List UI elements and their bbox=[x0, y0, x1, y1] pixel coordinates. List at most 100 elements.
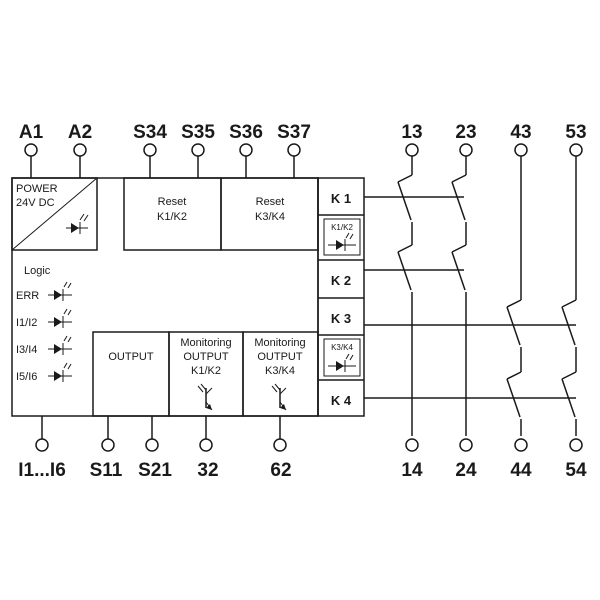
bottom-terminal-s21 bbox=[145, 416, 159, 452]
terminal-circle-icon bbox=[35, 438, 49, 452]
terminal-circle-icon bbox=[199, 438, 213, 452]
contact-43-44 bbox=[506, 156, 522, 436]
relay-k1k2-led: K1/K2 bbox=[323, 218, 361, 256]
led-err-icon bbox=[48, 281, 72, 301]
power-label: POWER bbox=[16, 183, 58, 195]
terminal-label-13: 13 bbox=[401, 122, 422, 143]
terminal-circle-icon bbox=[287, 143, 301, 157]
terminal-label-24: 24 bbox=[455, 460, 477, 481]
relay-k2-label: K 2 bbox=[331, 273, 351, 288]
terminal-circle-icon bbox=[239, 143, 253, 157]
top-terminal-a1 bbox=[24, 143, 38, 178]
relay-k3k4-led: K3/K4 bbox=[323, 338, 361, 377]
relay-k1k2-led-label: K1/K2 bbox=[331, 223, 353, 232]
bottom-terminal-s11 bbox=[101, 416, 115, 452]
bottom-terminal-i1i6 bbox=[35, 416, 49, 452]
led-i5i6-label: I5/I6 bbox=[16, 371, 37, 383]
terminal-label-s35: S35 bbox=[181, 122, 215, 143]
transistor-icon bbox=[271, 383, 287, 411]
terminal-circle-icon bbox=[73, 143, 87, 157]
terminal-circle-icon bbox=[459, 438, 473, 452]
led-i3i4-label: I3/I4 bbox=[16, 344, 37, 356]
led-i5i6-icon bbox=[48, 362, 72, 382]
contact-13-14 bbox=[397, 156, 413, 436]
logic-label: Logic bbox=[24, 265, 51, 277]
terminal-circle-icon bbox=[143, 143, 157, 157]
relay-k1-label: K 1 bbox=[331, 191, 351, 206]
relay-column-box bbox=[317, 177, 365, 417]
reset-k1k2-title: Reset bbox=[158, 196, 187, 208]
terminal-label-23: 23 bbox=[455, 122, 476, 143]
terminal-circle-icon bbox=[569, 438, 583, 452]
top-terminal-23 bbox=[459, 143, 473, 157]
terminal-label-43: 43 bbox=[510, 122, 531, 143]
relay-k3k4-led-label: K3/K4 bbox=[331, 343, 353, 352]
led-i3i4: I3/I4 bbox=[16, 335, 72, 356]
top-terminal-43 bbox=[514, 143, 528, 157]
contact-23-24 bbox=[451, 156, 467, 436]
transistor-icon bbox=[197, 383, 213, 411]
terminal-label-s37: S37 bbox=[277, 122, 311, 143]
top-terminal-13 bbox=[405, 143, 419, 157]
reset-k1k2-subtitle: K1/K2 bbox=[157, 211, 187, 223]
mon-k3k4-relay: K3/K4 bbox=[265, 365, 295, 377]
terminal-label-44: 44 bbox=[510, 460, 532, 481]
terminal-circle-icon bbox=[273, 438, 287, 452]
terminal-circle-icon bbox=[101, 438, 115, 452]
terminal-label-14: 14 bbox=[401, 460, 423, 481]
bottom-terminal-44 bbox=[514, 438, 528, 452]
led-icon bbox=[328, 232, 356, 251]
top-terminal-s36 bbox=[239, 143, 253, 178]
bottom-terminal-14 bbox=[405, 438, 419, 452]
led-i5i6: I5/I6 bbox=[16, 362, 72, 383]
power-block: POWER 24V DC bbox=[11, 177, 98, 251]
terminal-circle-icon bbox=[145, 438, 159, 452]
led-i1i2-icon bbox=[48, 308, 72, 328]
bottom-terminal-32 bbox=[199, 416, 213, 452]
terminal-circle-icon bbox=[24, 143, 38, 157]
reset-k3k4-title: Reset bbox=[256, 196, 285, 208]
top-terminal-a2 bbox=[73, 143, 87, 178]
terminal-circle-icon bbox=[191, 143, 205, 157]
terminal-circle-icon bbox=[569, 143, 583, 157]
reset-k3k4-subtitle: K3/K4 bbox=[255, 211, 285, 223]
bottom-terminal-62 bbox=[273, 416, 287, 452]
bottom-terminal-54 bbox=[569, 438, 583, 452]
power-led-icon bbox=[66, 213, 89, 234]
terminal-label-32: 32 bbox=[197, 460, 218, 481]
terminal-label-s21: S21 bbox=[138, 460, 172, 481]
terminal-label-62: 62 bbox=[270, 460, 291, 481]
led-i3i4-icon bbox=[48, 335, 72, 355]
top-terminal-s35 bbox=[191, 143, 205, 178]
relay-k3-label: K 3 bbox=[331, 311, 351, 326]
terminal-circle-icon bbox=[405, 438, 419, 452]
monitoring-output-k3k4-block: Monitoring OUTPUT K3/K4 bbox=[242, 331, 319, 417]
terminal-circle-icon bbox=[514, 438, 528, 452]
mon-k1k2-relay: K1/K2 bbox=[191, 365, 221, 377]
output-block: OUTPUT bbox=[92, 331, 170, 417]
terminal-circle-icon bbox=[405, 143, 419, 157]
mon-k1k2-title: Monitoring bbox=[180, 337, 231, 349]
relay-k4-label: K 4 bbox=[331, 393, 352, 408]
output-label: OUTPUT bbox=[108, 351, 154, 363]
terminal-label-54: 54 bbox=[565, 460, 587, 481]
mon-k3k4-title: Monitoring bbox=[254, 337, 305, 349]
terminal-label-s34: S34 bbox=[133, 122, 167, 143]
mon-k1k2-subtitle: OUTPUT bbox=[183, 351, 229, 363]
led-icon bbox=[328, 353, 356, 372]
top-terminal-s37 bbox=[287, 143, 301, 178]
led-err-label: ERR bbox=[16, 290, 39, 302]
terminal-label-s11: S11 bbox=[90, 460, 123, 481]
top-terminal-s34 bbox=[143, 143, 157, 178]
terminal-circle-icon bbox=[514, 143, 528, 157]
led-err: ERR bbox=[16, 281, 72, 302]
mon-k3k4-subtitle: OUTPUT bbox=[257, 351, 303, 363]
led-i1i2: I1/I2 bbox=[16, 308, 72, 329]
reset-k1k2-block: Reset K1/K2 bbox=[123, 177, 222, 251]
top-terminal-53 bbox=[569, 143, 583, 157]
monitoring-output-k1k2-block: Monitoring OUTPUT K1/K2 bbox=[168, 331, 244, 417]
led-i1i2-label: I1/I2 bbox=[16, 317, 37, 329]
terminal-label-a2: A2 bbox=[68, 122, 92, 143]
